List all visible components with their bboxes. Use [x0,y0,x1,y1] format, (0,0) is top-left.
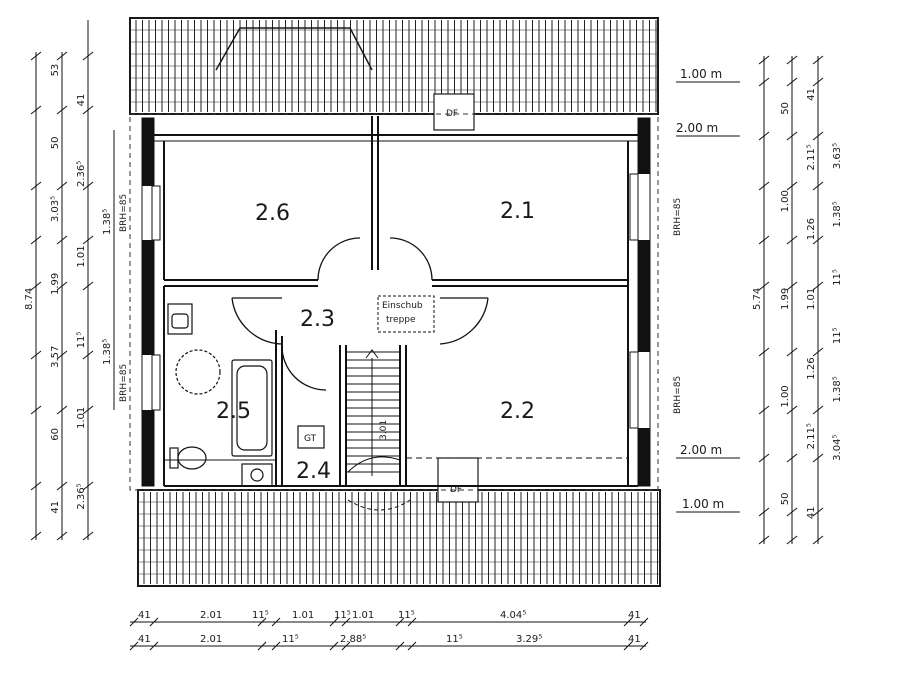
dim-bottom-r1-1: 2.01 [200,610,222,621]
dim-left-c1-0: 53 [50,64,61,77]
roof-top: DF [129,17,659,131]
dim-right-c3-2: 11⁵ [832,269,843,286]
dim-left-c1-3: 1.99 [50,273,61,295]
staircase [346,349,411,511]
exterior-walls [141,117,651,487]
dim-left-c3-0: 1.38⁵ [102,209,113,235]
dim-right-c2-3: 1.01 [806,288,817,310]
dim-bottom-r2-0: 41 [138,634,151,645]
washer [241,463,273,487]
dim-right-c3-3: 11⁵ [832,327,843,344]
room-2-3: 2.3 [300,307,335,332]
dim-bottom-r2-2: 11⁵ [282,634,299,645]
brh-right-lower: BRH=85 [673,376,683,414]
dim-bottom-r2-1: 2.01 [200,634,222,645]
roof-window-top-label: DF [446,109,458,119]
dim-right-total: 5.74 [752,288,763,310]
room-2-4: 2.4 [296,459,331,484]
level-bottom-200: 2.00 m [680,443,722,457]
eaves-outline [129,113,659,491]
level-top-100: 1.00 m [680,67,722,81]
dim-right-c2-0: 41 [806,88,817,101]
room-2-5: 2.5 [216,399,251,424]
roof-window-bottom [437,457,479,503]
dim-right-c2-4: 1.26 [806,357,817,379]
window-right-upper [629,173,639,241]
dim-right-c3-1: 1.38⁵ [832,201,843,227]
wash-basin [167,303,193,335]
dim-bottom-r1-7: 4.04⁵ [500,610,526,621]
loft-hatch-label-2: treppe [386,315,416,325]
dim-bottom-r2-4: 11⁵ [446,634,463,645]
dim-right [758,55,824,545]
door-swings [231,237,489,391]
dim-right-c3-5: 3.04⁵ [832,435,843,461]
bathtub [231,359,273,457]
dim-bottom-r1-6: 11⁵ [398,610,415,621]
dim-left-c2-1: 2.36⁵ [76,161,87,187]
dim-left-c1-2: 3.03⁵ [50,196,61,222]
dim-left-c1-4: 3.57 [50,346,61,368]
shower-area [175,349,221,395]
toilet [177,446,207,470]
stair-length: 3.01 [379,420,389,440]
gt-label: GT [304,434,317,444]
window-right-lower [629,351,639,429]
dim-right-c1-2: 1.99 [780,288,791,310]
dim-bottom-r2-6: 41 [628,634,641,645]
level-markers [676,81,740,513]
dim-right-c3-0: 3.63⁵ [832,143,843,169]
roof-window-bottom-label: DF [450,485,462,495]
dim-right-c1-0: 50 [780,102,791,115]
bathroom-fixtures [167,303,273,487]
window-left-upper [151,185,161,241]
dim-left [30,20,115,541]
dim-bottom-r1-0: 41 [138,610,151,621]
dim-right-c2-1: 2.11⁵ [806,144,817,170]
brh-left-upper: BRH=85 [119,194,129,232]
dim-left-c2-3: 11⁵ [76,332,87,349]
dim-right-c2-5: 2.11⁵ [806,423,817,449]
brh-right-upper: BRH=85 [673,198,683,236]
dim-bottom-r1-2: 11⁵ [252,610,269,621]
dim-bottom-r1-4: 11⁵ [334,610,351,621]
loft-hatch-label-1: Einschub [382,301,423,311]
dim-right-c1-1: 1.00 [780,190,791,212]
room-2-1: 2.1 [500,199,535,224]
dim-left-c3-1: 1.38⁵ [102,339,113,365]
dim-bottom [129,617,649,651]
dim-left-c1-6: 41 [50,501,61,514]
dim-left-c1-5: 60 [50,428,61,441]
dim-left-c2-2: 1.01 [76,245,87,267]
dim-bottom-r2-5: 3.29⁵ [516,634,542,645]
dim-bottom-r2-3: 2.88⁵ [340,634,366,645]
dim-right-c1-4: 50 [780,492,791,505]
room-2-6: 2.6 [255,201,290,226]
level-bottom-100: 1.00 m [682,497,724,511]
dim-left-c2-5: 2.36⁵ [76,483,87,509]
dim-bottom-r1-5: 1.01 [352,610,374,621]
dim-left-c2-4: 1.01 [76,407,87,429]
dim-right-c3-4: 1.38⁵ [832,376,843,402]
loft-hatch: Einschub treppe [377,295,435,333]
brh-left-lower: BRH=85 [119,364,129,402]
roof-window-top [433,93,475,131]
dim-bottom-r1-3: 1.01 [292,610,314,621]
dim-left-c2-0: 41 [76,94,87,107]
dim-left-c1-1: 50 [50,137,61,150]
dim-right-c1-3: 1.00 [780,385,791,407]
dim-left-total: 8.74 [24,288,35,310]
room-2-2: 2.2 [500,399,535,424]
dim-right-c2-6: 41 [806,506,817,519]
level-top-200: 2.00 m [676,121,718,135]
gt-box [297,425,325,449]
window-left-lower [151,354,161,411]
dim-bottom-r1-8: 41 [628,610,641,621]
dim-right-c2-2: 1.26 [806,218,817,240]
